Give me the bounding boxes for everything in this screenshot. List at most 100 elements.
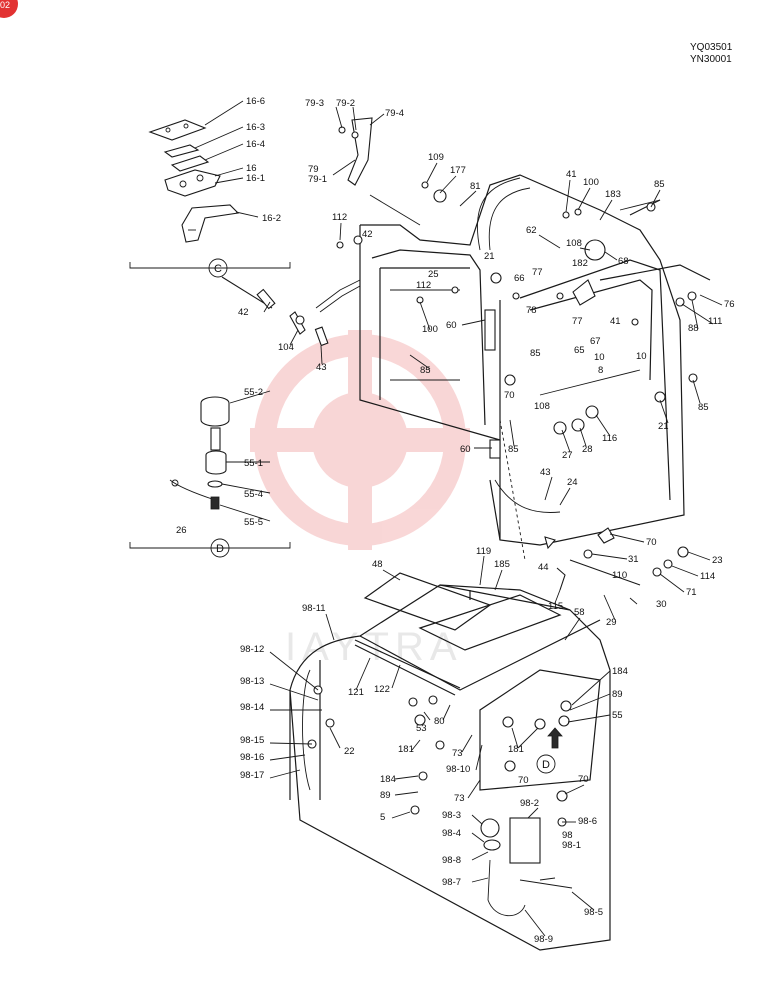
label-41-mid: 41 — [610, 316, 621, 327]
label-183: 183 — [605, 189, 621, 200]
label-104: 104 — [278, 342, 294, 353]
label-55-4: 55-4 — [244, 489, 263, 500]
label-85-top: 85 — [654, 179, 665, 190]
label-184-right: 184 — [612, 666, 628, 677]
label-62: 62 — [526, 225, 537, 236]
label-42-left: 42 — [238, 307, 249, 318]
label-77-mid: 77 — [572, 316, 583, 327]
label-85-right: 85 — [698, 402, 709, 413]
label-80: 80 — [434, 716, 445, 727]
label-98-7: 98-7 — [442, 877, 461, 888]
label-65: 65 — [574, 345, 585, 356]
label-79-4: 79-4 — [385, 108, 404, 119]
label-16-2: 16-2 — [262, 213, 281, 224]
label-98-9: 98-9 — [534, 934, 553, 945]
label-184-left: 184 — [380, 774, 396, 785]
label-98-2: 98-2 — [520, 798, 539, 809]
label-8: 8 — [598, 365, 603, 376]
label-98-5: 98-5 — [584, 907, 603, 918]
section-c-marker: C — [214, 263, 222, 275]
label-115: 115 — [548, 601, 563, 612]
label-98-1: 98-1 — [562, 840, 581, 851]
label-70-top: 70 — [504, 390, 515, 401]
watermark-text: IAYTRA — [285, 625, 463, 669]
label-55: 55 — [612, 710, 623, 721]
label-181-left: 181 — [398, 744, 414, 755]
label-110: 110 — [612, 570, 627, 581]
label-114: 114 — [700, 571, 715, 582]
label-79: 79 — [308, 164, 319, 175]
label-30: 30 — [656, 599, 667, 610]
label-182: 182 — [572, 258, 588, 269]
lower-cab-body: D — [289, 527, 689, 951]
part-labels: 16-6 16-3 16-4 16 16-1 16-2 79-3 79-2 79… — [176, 96, 735, 945]
label-88: 88 — [688, 323, 699, 334]
label-108-mid: 108 — [534, 401, 550, 412]
label-98-6: 98-6 — [578, 816, 597, 827]
label-71: 71 — [686, 587, 697, 598]
label-55-5: 55-5 — [244, 517, 263, 528]
label-10-mid: 10 — [594, 352, 605, 363]
label-21-top: 21 — [484, 251, 495, 262]
label-85-center: 85 — [530, 348, 541, 359]
label-41-top: 41 — [566, 169, 577, 180]
label-181-center: 181 — [508, 744, 524, 755]
label-98-16: 98-16 — [240, 752, 264, 763]
label-79-2: 79-2 — [336, 98, 355, 109]
label-55-2: 55-2 — [244, 387, 263, 398]
label-78: 78 — [526, 305, 537, 316]
section-d-marker: D — [216, 543, 224, 555]
label-60-top: 60 — [446, 320, 457, 331]
label-121: 121 — [348, 687, 364, 698]
label-22: 22 — [344, 746, 355, 757]
label-55-1: 55-1 — [244, 458, 263, 469]
label-98-13: 98-13 — [240, 676, 264, 687]
label-85-left: 85 — [420, 365, 431, 376]
label-16: 16 — [246, 163, 257, 174]
label-79-3: 79-3 — [305, 98, 324, 109]
label-44: 44 — [538, 562, 549, 573]
section-d-detail: D — [129, 276, 361, 558]
label-16-4: 16-4 — [246, 139, 265, 150]
label-58: 58 — [574, 607, 585, 618]
label-98-10: 98-10 — [446, 764, 470, 775]
label-73-upper: 73 — [452, 748, 463, 759]
corner-badge-text: 02 — [0, 0, 10, 10]
label-42-top: 42 — [362, 229, 373, 240]
label-48: 48 — [372, 559, 383, 570]
label-16-1: 16-1 — [246, 173, 265, 184]
section-c-detail: C — [129, 100, 291, 278]
label-31: 31 — [628, 554, 639, 565]
label-29: 29 — [606, 617, 617, 628]
label-16-6: 16-6 — [246, 96, 265, 107]
label-77-top: 77 — [532, 267, 543, 278]
label-76: 76 — [724, 299, 735, 310]
label-98-14: 98-14 — [240, 702, 264, 713]
label-16-3: 16-3 — [246, 122, 265, 133]
label-100-top: 100 — [583, 177, 599, 188]
label-5: 5 — [380, 812, 385, 823]
document-code-2: YN30001 — [690, 54, 732, 65]
callout-d-marker: D — [542, 759, 550, 771]
label-89-left: 89 — [380, 790, 391, 801]
label-66: 66 — [514, 273, 525, 284]
leader-lines — [263, 106, 723, 937]
label-116: 116 — [602, 433, 617, 444]
label-85-lower: 85 — [508, 444, 519, 455]
label-25: 25 — [428, 269, 439, 280]
document-code-1: YQ03501 — [690, 42, 733, 53]
label-70-lower: 70 — [518, 775, 529, 786]
label-70-bottom: 70 — [578, 774, 589, 785]
label-98-3: 98-3 — [442, 810, 461, 821]
label-43-left: 43 — [316, 362, 327, 373]
label-98-15: 98-15 — [240, 735, 264, 746]
label-26: 26 — [176, 525, 187, 536]
label-98-12: 98-12 — [240, 644, 264, 655]
label-79-1: 79-1 — [308, 174, 327, 185]
label-67: 67 — [590, 336, 601, 347]
label-119: 119 — [476, 546, 491, 557]
label-43-center: 43 — [540, 467, 551, 478]
label-68: 68 — [618, 256, 629, 267]
